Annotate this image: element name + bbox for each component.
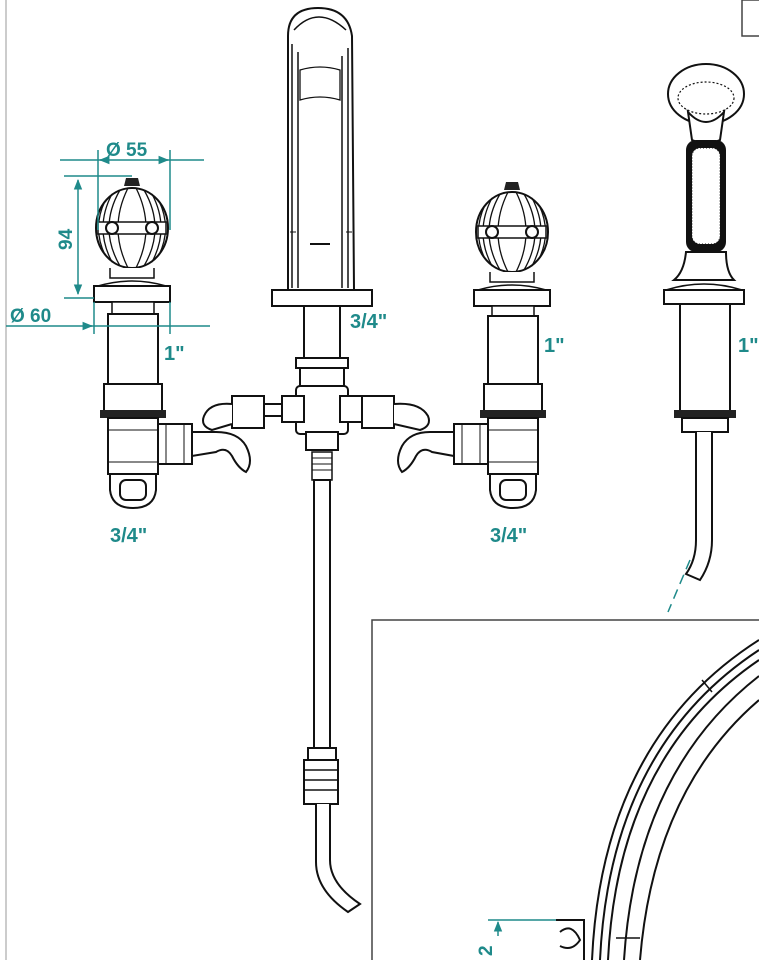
- right-valve-thread-label: 1": [544, 335, 565, 357]
- detail-view: [371, 619, 759, 960]
- center-spout: [202, 6, 430, 914]
- knob-diameter-label: Ø 55: [106, 140, 148, 161]
- detail-leader: [667, 559, 691, 613]
- handshower: [663, 63, 745, 582]
- right-inlet-label: 3/4": [490, 525, 527, 547]
- title-block-corner: [741, 0, 759, 37]
- dimension-lines: [6, 150, 556, 936]
- right-valve: [397, 181, 551, 510]
- left-valve-thread-label: 1": [164, 343, 185, 365]
- knob-height-label: 94: [56, 228, 77, 250]
- handshower-thread-label: 1": [738, 335, 759, 357]
- detail-dim-label: 2: [476, 945, 497, 956]
- left-inlet-label: 3/4": [110, 525, 147, 547]
- base-diameter-label: Ø 60: [10, 306, 51, 327]
- spout-thread-label: 3/4": [350, 311, 387, 333]
